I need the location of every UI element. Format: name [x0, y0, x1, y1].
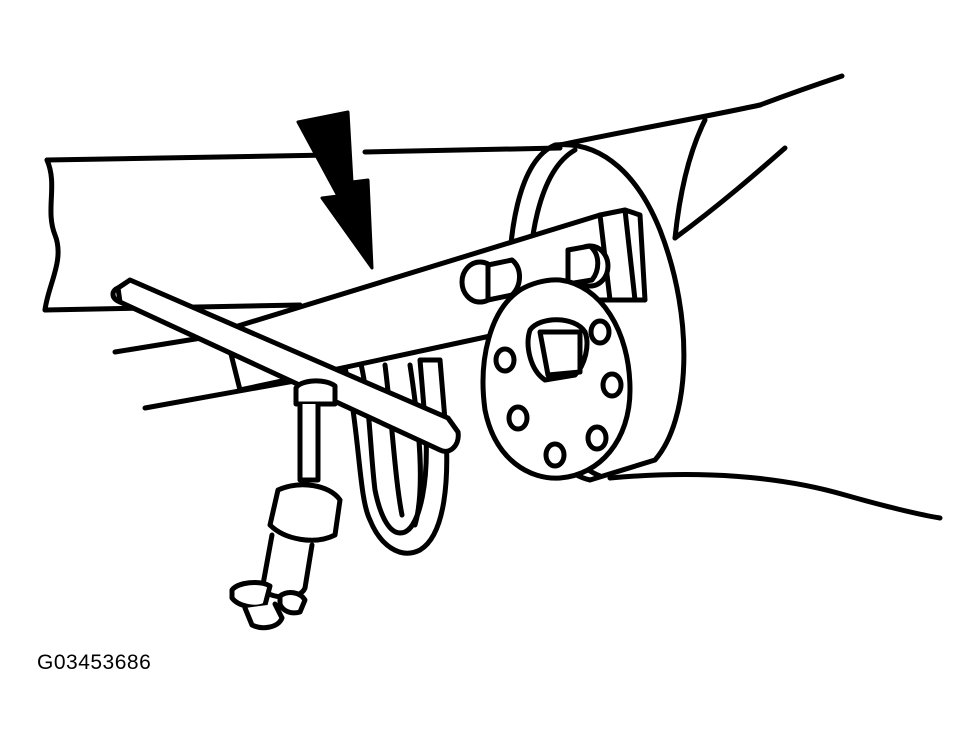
down-arrow-icon — [296, 110, 374, 270]
axle-shaft-housing — [557, 73, 943, 521]
bar-bolts — [459, 243, 611, 305]
clamp-screw — [229, 378, 343, 631]
flange-face — [480, 277, 633, 481]
figure-code-label: G03453686 — [37, 651, 152, 674]
t-handle-rod — [110, 277, 461, 454]
